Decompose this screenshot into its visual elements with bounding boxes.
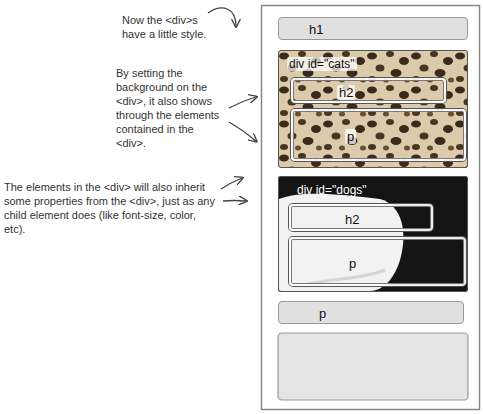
annotation-note: By setting the background on the <div>, … [116, 67, 224, 151]
empty-block [278, 333, 468, 400]
div-label: div id="dogs" [295, 183, 369, 197]
div-label: div id="cats" [287, 57, 357, 71]
leader-arrow [208, 8, 236, 26]
block-bar: p [278, 301, 464, 324]
annotation-note: Now the <div>s have a little style. [122, 14, 214, 42]
dog-fur-shade [300, 270, 385, 286]
element-label: h2 [343, 212, 361, 227]
child-element-box: h2 [291, 78, 446, 103]
annotation-note: The elements in the <div> will also inhe… [4, 181, 218, 237]
dog-fur-light [279, 194, 403, 291]
leader-arrow [229, 122, 256, 141]
element-label: p [347, 256, 358, 271]
div-container: h2 p div id="cats" [278, 50, 468, 168]
block-bar: h1 [278, 17, 468, 40]
child-element-box: h2 [289, 204, 433, 231]
child-element-box: p [289, 237, 466, 286]
page-frame [262, 6, 480, 410]
leader-arrow [221, 178, 242, 189]
dog-fur-dark [278, 176, 468, 292]
div-container: h2 p div id="dogs" [278, 176, 468, 292]
leader-arrow [223, 200, 246, 202]
element-label: h1 [307, 22, 325, 37]
leader-arrow [229, 97, 256, 108]
leopard-background [278, 50, 468, 168]
element-label: h2 [337, 85, 355, 100]
element-label: p [345, 129, 356, 144]
child-element-box: p [291, 109, 466, 161]
element-label: p [317, 306, 328, 321]
